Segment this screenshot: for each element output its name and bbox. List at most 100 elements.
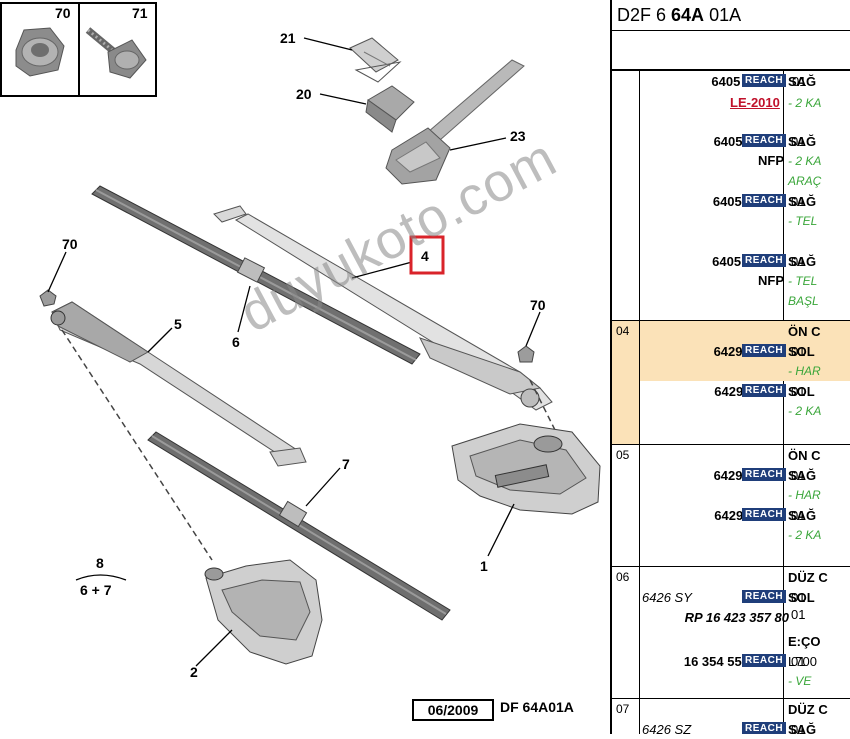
group-section-07: 07 DÜZ C 6426 SZ REACH 01 SAĞ xyxy=(612,699,850,734)
red-note[interactable]: LE-2010 xyxy=(730,95,780,110)
list-item-title: ÖN C xyxy=(640,445,850,465)
list-item-highlighted[interactable]: ÖN C 6429 X4 REACH 01 SOL - HAR xyxy=(640,321,850,381)
bolt-71-icon xyxy=(85,27,147,79)
part-desc: SAĞ xyxy=(788,134,817,149)
list-item-detail: NFP - TEL xyxy=(640,271,850,291)
callout-7: 7 xyxy=(342,456,350,472)
list-item-detail: NFP - 2 KA xyxy=(640,151,850,171)
qty: 01 xyxy=(791,384,806,399)
callout-70: 70 xyxy=(62,236,78,252)
callout-2: 2 xyxy=(190,664,198,680)
list-item-detail: - HAR xyxy=(640,485,850,505)
list-item[interactable]: 6405 EH REACH 01 SAĞ xyxy=(640,71,850,93)
callout-4: 4 xyxy=(421,248,429,264)
wiper-motor-2 xyxy=(204,559,323,665)
qty: 01 xyxy=(792,74,807,89)
list-item[interactable]: 6429 X5 REACH 01 SAĞ xyxy=(640,465,850,485)
group-cell xyxy=(612,71,640,320)
group-number: 05 xyxy=(612,445,640,566)
list-item[interactable]: 6405 PV REACH 01 SAĞ xyxy=(640,251,850,271)
part-desc: L700 xyxy=(788,654,817,669)
reach-badge: REACH xyxy=(742,722,787,734)
wiper-motor-1 xyxy=(451,423,601,515)
group-title: ÖN C xyxy=(788,448,821,463)
part-desc: SOL xyxy=(788,590,815,605)
nfp-note: NFP xyxy=(758,153,784,168)
callout-1: 1 xyxy=(480,558,488,574)
part-desc: SAĞ xyxy=(788,254,817,269)
wiper-arm-5 xyxy=(50,301,307,467)
callout-71: 71 xyxy=(132,5,148,21)
list-item[interactable]: 6429 Z7 REACH 01 SAĞ xyxy=(640,505,850,525)
parts-diagram: 70 71 21 20 23 4 70 70 5 6 7 1 2 8 6 + 7… xyxy=(0,2,601,721)
list-item-detail: - VE xyxy=(640,671,850,691)
qty: 01 xyxy=(791,254,806,269)
group-body: DÜZ C 6426 SY REACH 01 SOL RP 16 423 357… xyxy=(640,567,850,698)
group-number: 04 xyxy=(612,321,640,444)
qty: 01 xyxy=(791,508,806,523)
reach-badge: REACH xyxy=(742,508,787,521)
part-desc: SOL xyxy=(788,384,815,399)
cap-20-icon xyxy=(365,85,415,133)
callout-6-plus-7: 6 + 7 xyxy=(80,582,112,598)
reach-badge: REACH xyxy=(742,254,787,267)
reach-badge: REACH xyxy=(742,654,787,667)
list-item[interactable]: RP 16 423 357 80 01 xyxy=(640,607,850,631)
part-desc: SAĞ xyxy=(788,74,817,89)
part-number: 6426 SY xyxy=(642,590,692,605)
list-item[interactable]: 6429 Z6 REACH 01 SOL xyxy=(640,381,850,401)
reach-badge: REACH xyxy=(742,590,787,603)
list-item-detail: - TEL xyxy=(640,211,850,251)
date-stamp: 06/2009 xyxy=(412,699,494,721)
group-body: ÖN C 6429 X4 REACH 01 SOL - HAR 6429 Z6 … xyxy=(640,321,850,444)
qty: 01 xyxy=(791,134,806,149)
header-suffix: 01A xyxy=(704,5,742,25)
list-item[interactable]: 6405 EJ REACH 01 SAĞ xyxy=(640,131,850,151)
reach-badge: REACH xyxy=(742,384,787,397)
nut-70-icon xyxy=(15,27,65,77)
list-item-detail: LE-2010 - 2 KA xyxy=(640,93,850,113)
header-prefix: D2F 6 xyxy=(617,5,672,25)
callout-23: 23 xyxy=(510,128,526,144)
list-item-title: DÜZ C xyxy=(640,699,850,719)
qty: 01 xyxy=(791,590,806,605)
parts-list-panel: D2F 6 64A 01A 6405 EH REACH 01 SAĞ LE-20… xyxy=(610,0,850,734)
panel-header: D2F 6 64A 01A xyxy=(612,0,850,31)
reach-badge: REACH xyxy=(742,74,787,87)
nut-icon xyxy=(39,289,535,363)
list-item-detail: - 2 KA xyxy=(640,525,850,545)
green-note: - TEL xyxy=(788,274,818,288)
qty: 01 xyxy=(791,194,806,209)
qty: 01 xyxy=(791,654,806,669)
qty: 01 xyxy=(791,344,806,359)
list-item[interactable]: 6426 SY REACH 01 SOL xyxy=(640,587,850,607)
group-body: DÜZ C 6426 SZ REACH 01 SAĞ xyxy=(640,699,850,734)
axis-line xyxy=(61,329,213,561)
group-body: ÖN C 6429 X5 REACH 01 SAĞ - HAR 6429 Z7 … xyxy=(640,445,850,566)
green-note: - TEL xyxy=(788,214,818,228)
green-note: BAŞL xyxy=(788,294,819,308)
group-section: 6405 EH REACH 01 SAĞ LE-2010 - 2 KA 6405… xyxy=(612,71,850,321)
list-item-detail: - 2 KA xyxy=(640,401,850,421)
list-item[interactable]: 6426 SZ REACH 01 SAĞ xyxy=(640,719,850,734)
reach-badge: REACH xyxy=(742,344,787,357)
group-title: ÖN C xyxy=(788,324,821,339)
list-item-detail: BAŞL xyxy=(640,291,850,308)
part-desc: SAĞ xyxy=(788,194,817,209)
blade-23-icon xyxy=(385,59,525,185)
part-desc: SAĞ xyxy=(788,468,817,483)
callout-70: 70 xyxy=(55,5,71,21)
list-item-title: E:ÇO xyxy=(640,631,850,651)
qty: 01 xyxy=(791,468,806,483)
list-item[interactable]: 16 354 551 80 REACH 01 L700 xyxy=(640,651,850,671)
green-note: - 2 KA xyxy=(788,154,822,168)
wiper-blade-6 xyxy=(91,185,421,365)
callout-70: 70 xyxy=(530,297,546,313)
clip-21-icon xyxy=(349,37,402,83)
green-note: - VE xyxy=(788,674,812,688)
qty: 01 xyxy=(791,722,806,734)
callout-6: 6 xyxy=(232,334,240,350)
list-item[interactable]: 6405 PT REACH 01 SAĞ xyxy=(640,191,850,211)
part-desc: SOL xyxy=(788,344,815,359)
diagram-code: DF 64A01A xyxy=(500,699,574,715)
